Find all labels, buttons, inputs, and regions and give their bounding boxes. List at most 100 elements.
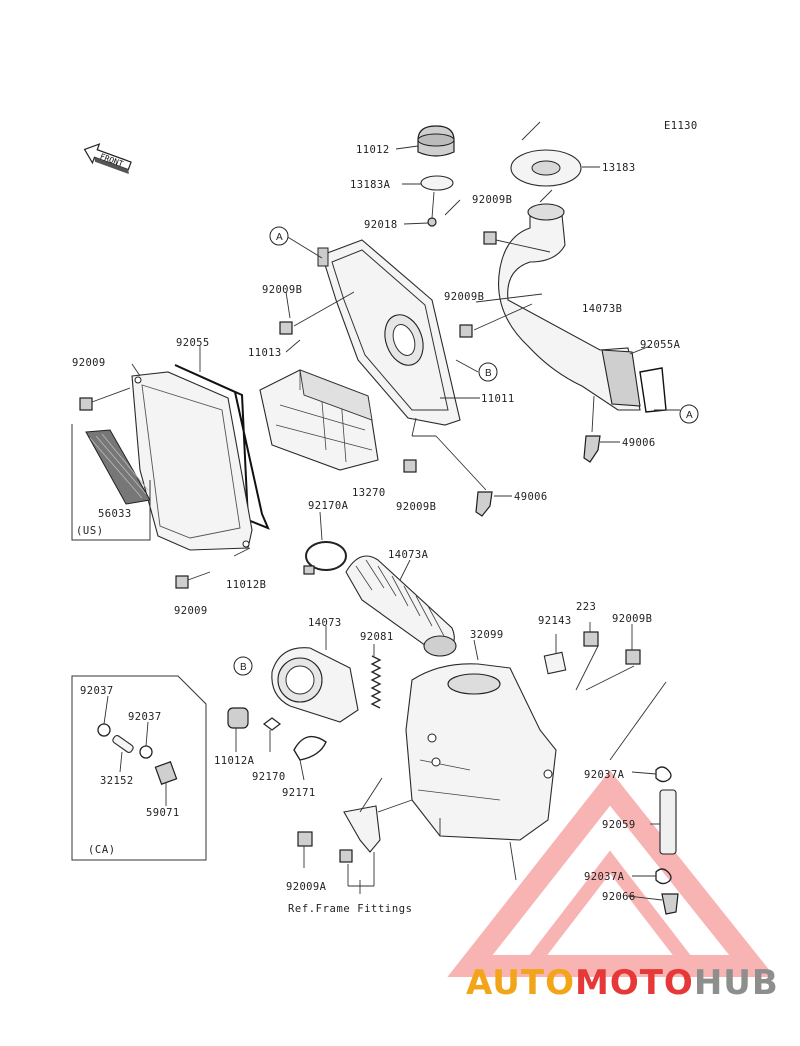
label-92055A: 92055A bbox=[640, 339, 681, 351]
note-ca: (CA) bbox=[88, 844, 116, 856]
part-32152-pipe bbox=[112, 735, 134, 753]
part-11012-cap bbox=[417, 125, 455, 157]
part-bracket bbox=[343, 805, 381, 853]
part-11011-housing bbox=[317, 239, 461, 426]
label-14073: 14073 bbox=[308, 617, 342, 629]
label-92059: 92059 bbox=[602, 819, 636, 831]
label-92009B-mid: 92009B bbox=[444, 291, 484, 303]
diagram-code: E1130 bbox=[664, 120, 698, 132]
label-13183A: 13183A bbox=[350, 179, 391, 191]
note-ref-frame-fittings: Ref.Frame Fittings bbox=[288, 903, 413, 915]
label-92170A: 92170A bbox=[308, 500, 349, 512]
label-92037A-upper: 92037A bbox=[584, 769, 625, 781]
label-59071: 59071 bbox=[146, 807, 180, 819]
svg-text:B: B bbox=[485, 368, 492, 379]
label-92009-bottom: 92009 bbox=[174, 605, 208, 617]
svg-text:A: A bbox=[686, 410, 693, 421]
bolt-92009B-left bbox=[279, 321, 293, 335]
bolt-92009B-top bbox=[483, 231, 497, 245]
watermark-text: AUTOMOTOHUB bbox=[466, 963, 779, 1003]
part-92143-collar bbox=[543, 651, 567, 675]
label-92037-a: 92037 bbox=[80, 685, 114, 697]
front-arrow-icon: FRONT bbox=[83, 143, 132, 175]
label-223: 223 bbox=[576, 601, 596, 613]
bolt-92009A bbox=[297, 831, 313, 847]
ref-circle-A-top: A bbox=[269, 226, 289, 246]
part-92059-tube bbox=[659, 789, 677, 855]
part-13183A-plate bbox=[420, 175, 454, 191]
label-92009A: 92009A bbox=[286, 881, 327, 893]
part-49006-clip-right bbox=[583, 435, 601, 463]
part-223-bolt bbox=[583, 631, 599, 647]
part-92037-clip-b bbox=[139, 745, 153, 759]
part-92081-spring bbox=[370, 655, 382, 709]
bolt-ref-frame bbox=[339, 849, 353, 863]
note-us: (US) bbox=[76, 525, 104, 537]
svg-text:AUTOMOTOHUB: AUTOMOTOHUB bbox=[466, 963, 779, 1003]
svg-text:B: B bbox=[240, 662, 247, 673]
part-92170-clip bbox=[263, 717, 281, 731]
svg-text:A: A bbox=[276, 232, 283, 243]
label-92037A-lower: 92037A bbox=[584, 871, 625, 883]
part-14073-boot bbox=[271, 647, 359, 723]
label-92081: 92081 bbox=[360, 631, 394, 643]
part-14073B-duct bbox=[498, 203, 641, 411]
part-92055A-seal bbox=[639, 367, 667, 413]
part-labels: 11012 13183A 92018 13183 92009B 92009B 9… bbox=[72, 144, 681, 903]
label-92009B-under: 92009B bbox=[396, 501, 436, 513]
watermark-moto: MOTO bbox=[575, 963, 694, 1003]
label-14073B: 14073B bbox=[582, 303, 622, 315]
label-11012B: 11012B bbox=[226, 579, 266, 591]
label-13270: 13270 bbox=[352, 487, 386, 499]
label-92037-b: 92037 bbox=[128, 711, 162, 723]
watermark-hub: HUB bbox=[694, 963, 779, 1003]
part-92170A-clamp bbox=[303, 541, 347, 575]
part-14073A-tube bbox=[345, 555, 457, 657]
label-92009B-left: 92009B bbox=[262, 284, 302, 296]
part-49006-clip-mid bbox=[475, 491, 493, 517]
label-49006-right: 49006 bbox=[622, 437, 656, 449]
ca-frame bbox=[71, 675, 207, 861]
label-92009-top: 92009 bbox=[72, 357, 106, 369]
part-11012A-cap bbox=[227, 707, 249, 729]
bolt-92009-top bbox=[79, 387, 131, 411]
label-49006-mid: 49006 bbox=[514, 491, 548, 503]
label-11012: 11012 bbox=[356, 144, 390, 156]
part-92055-gasket bbox=[174, 364, 270, 530]
label-92009B-top: 92009B bbox=[472, 194, 512, 206]
label-92066: 92066 bbox=[602, 891, 636, 903]
label-32152: 32152 bbox=[100, 775, 134, 787]
part-32099-case bbox=[405, 663, 557, 841]
label-92055: 92055 bbox=[176, 337, 210, 349]
leader-lines bbox=[103, 145, 680, 901]
part-92009B-right-bolt bbox=[625, 649, 641, 665]
bolt-92009B-mid bbox=[459, 324, 473, 338]
part-13183-plate bbox=[510, 121, 582, 203]
label-92170: 92170 bbox=[252, 771, 286, 783]
us-frame bbox=[71, 424, 151, 541]
part-11012B-cover bbox=[131, 371, 253, 551]
ref-circle-A-right: A bbox=[679, 404, 699, 424]
label-56033: 56033 bbox=[98, 508, 132, 520]
part-92037A-clip-lower bbox=[655, 868, 672, 885]
label-11013: 11013 bbox=[248, 347, 282, 359]
watermark-auto: AUTO bbox=[466, 963, 575, 1003]
label-32099: 32099 bbox=[470, 629, 504, 641]
label-11012A: 11012A bbox=[214, 755, 255, 767]
label-92171: 92171 bbox=[282, 787, 316, 799]
part-59071-plug bbox=[154, 761, 178, 785]
part-13270-filter bbox=[259, 369, 379, 471]
label-92018: 92018 bbox=[364, 219, 398, 231]
label-92143: 92143 bbox=[538, 615, 572, 627]
bolt-92009-bottom bbox=[175, 571, 211, 589]
watermark-logo bbox=[447, 770, 775, 977]
part-92066-plug bbox=[661, 893, 679, 915]
ref-circle-B-low: B bbox=[233, 656, 253, 676]
label-14073A: 14073A bbox=[388, 549, 429, 561]
ref-circle-B-mid: B bbox=[478, 362, 498, 382]
label-11011: 11011 bbox=[481, 393, 515, 405]
label-13183: 13183 bbox=[602, 162, 636, 174]
part-92018-nut bbox=[427, 217, 437, 227]
bolt-92009B-under bbox=[403, 459, 417, 473]
